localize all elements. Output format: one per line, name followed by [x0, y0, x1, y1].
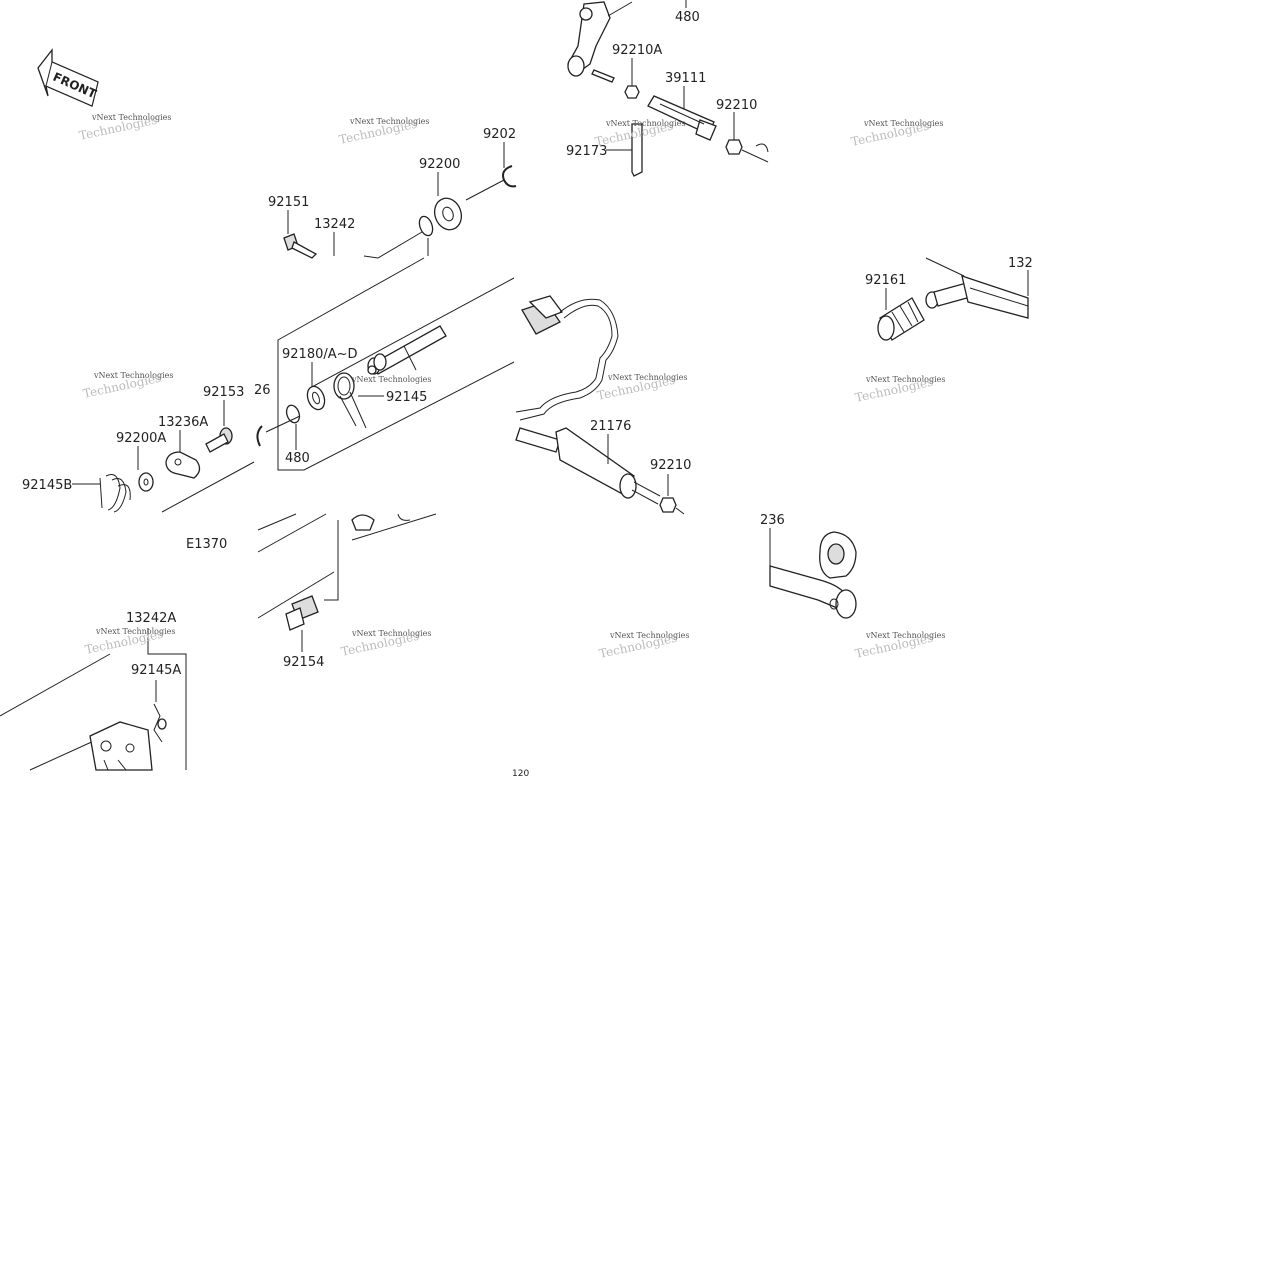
label-39111: 39111	[665, 71, 706, 86]
bracket-92173	[631, 123, 643, 177]
arm-13236A	[165, 451, 201, 479]
label-26: 26	[254, 383, 271, 398]
label-92210-top: 92210	[716, 98, 757, 113]
pedal-arm-132	[925, 275, 1029, 319]
shift-shaft-assembly	[277, 257, 515, 471]
spring-92145A	[153, 703, 167, 743]
footpeg-rubber-92161	[877, 297, 925, 341]
fork-small	[351, 514, 375, 531]
washer-92180	[306, 385, 326, 411]
label-92145: 92145	[386, 390, 427, 405]
watermark-text: vNext Technologies	[351, 629, 431, 638]
label-92161: 92161	[865, 273, 906, 288]
label-92210-mid: 92210	[650, 458, 691, 473]
nut-92210A	[624, 85, 640, 99]
watermark-text: vNext Technologies	[351, 375, 431, 384]
label-E1370: E1370	[186, 537, 227, 552]
washer-92200A	[138, 472, 154, 492]
watermark-text: vNext Technologies	[91, 113, 171, 122]
label-21176: 21176	[590, 419, 631, 434]
label-236: 236	[760, 513, 785, 528]
label-92145A: 92145A	[131, 663, 181, 678]
rod-39111	[647, 95, 717, 141]
clip-9202	[502, 165, 517, 188]
sensor-21176	[515, 427, 661, 505]
label-132-right: 132	[1008, 256, 1033, 271]
bolt-92153	[205, 427, 233, 453]
shift-drum-plate	[89, 721, 153, 771]
watermark-text: vNext Technologies	[863, 119, 943, 128]
washer-92200	[433, 197, 463, 231]
label-13236A: 13236A	[158, 415, 208, 430]
watermark-text: vNext Technologies	[865, 375, 945, 384]
nut-92210-mid	[659, 497, 677, 513]
watermark-text: vNext Technologies	[349, 117, 429, 126]
bolt-92154	[285, 595, 319, 631]
shift-pedal-top	[567, 1, 633, 83]
label-92210A: 92210A	[612, 43, 662, 58]
watermark-text: vNext Technologies	[93, 371, 173, 380]
label-92154: 92154	[283, 655, 324, 670]
watermark-text: vNext Technologies	[605, 119, 685, 128]
watermark-text: vNext Technologies	[95, 627, 175, 636]
ring-480-mid	[285, 404, 301, 424]
label-92173: 92173	[566, 144, 607, 159]
watermark-text: vNext Technologies	[609, 631, 689, 640]
label-92145B: 92145B	[22, 478, 72, 493]
nut-92210-top	[725, 139, 743, 155]
label-92200: 92200	[419, 157, 460, 172]
label-92151: 92151	[268, 195, 309, 210]
bolt-92151	[283, 233, 318, 259]
label-9202: 9202	[483, 127, 516, 142]
watermark-text: vNext Technologies	[607, 373, 687, 382]
watermark-text: vNext Technologies	[865, 631, 945, 640]
brake-pedal-236	[769, 531, 857, 619]
label-92200A: 92200A	[116, 431, 166, 446]
label-13242A: 13242A	[126, 611, 176, 626]
spring-92145	[333, 372, 367, 429]
clip-26	[256, 425, 263, 447]
label-480-top: 480	[675, 10, 700, 25]
front-arrow-icon: FRONT	[37, 48, 99, 107]
label-480-mid: 480	[285, 451, 310, 466]
label-13242: 13242	[314, 217, 355, 232]
label-92153: 92153	[203, 385, 244, 400]
connector-icon	[515, 295, 619, 421]
ring-small	[418, 215, 434, 237]
label-92180: 92180/A~D	[282, 347, 358, 362]
svg-text:120: 120	[512, 769, 529, 779]
spring-92145B	[99, 474, 131, 513]
